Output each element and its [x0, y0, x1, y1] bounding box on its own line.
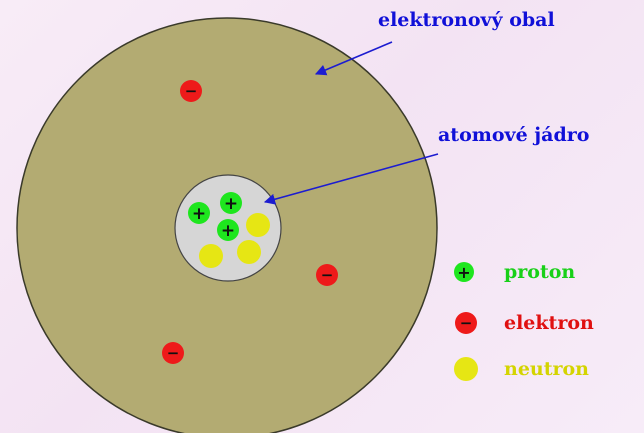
proton-sign: +: [192, 204, 206, 224]
legend-label-electron: elektron: [504, 312, 594, 334]
electron-particle: −: [162, 342, 184, 364]
legend-item-neutron: neutron: [454, 357, 589, 381]
nucleus-arrow: [263, 153, 439, 205]
proton-particle: +: [220, 192, 242, 214]
proton-legend-icon: [454, 262, 474, 282]
neutron-legend-icon: [454, 357, 478, 381]
legend-item-proton: + proton: [454, 261, 575, 283]
electron-sign: −: [321, 266, 334, 284]
legend-label-proton: proton: [504, 261, 575, 283]
proton-legend-sign: +: [457, 263, 470, 282]
neutron-particle: [237, 240, 261, 264]
proton-particle: +: [217, 219, 239, 241]
nucleus-label: atomové jádro: [438, 124, 589, 146]
neutron-particle: [199, 244, 223, 268]
electron-sign: −: [185, 82, 198, 100]
proton-sign: +: [221, 221, 235, 241]
shell-arrow: [314, 41, 393, 76]
electron-particle: −: [180, 80, 202, 102]
electron-legend-icon: [455, 312, 477, 334]
legend: + proton − elektron neutron: [454, 261, 594, 381]
neutron-particle: [246, 213, 270, 237]
shell-label: elektronový obal: [378, 9, 555, 31]
proton-sign: +: [224, 194, 238, 214]
electron-legend-sign: −: [460, 314, 473, 332]
legend-label-neutron: neutron: [504, 358, 589, 380]
electron-particle: −: [316, 264, 338, 286]
legend-item-electron: − elektron: [455, 312, 594, 334]
proton-particle: +: [188, 202, 210, 224]
electron-sign: −: [167, 344, 180, 362]
